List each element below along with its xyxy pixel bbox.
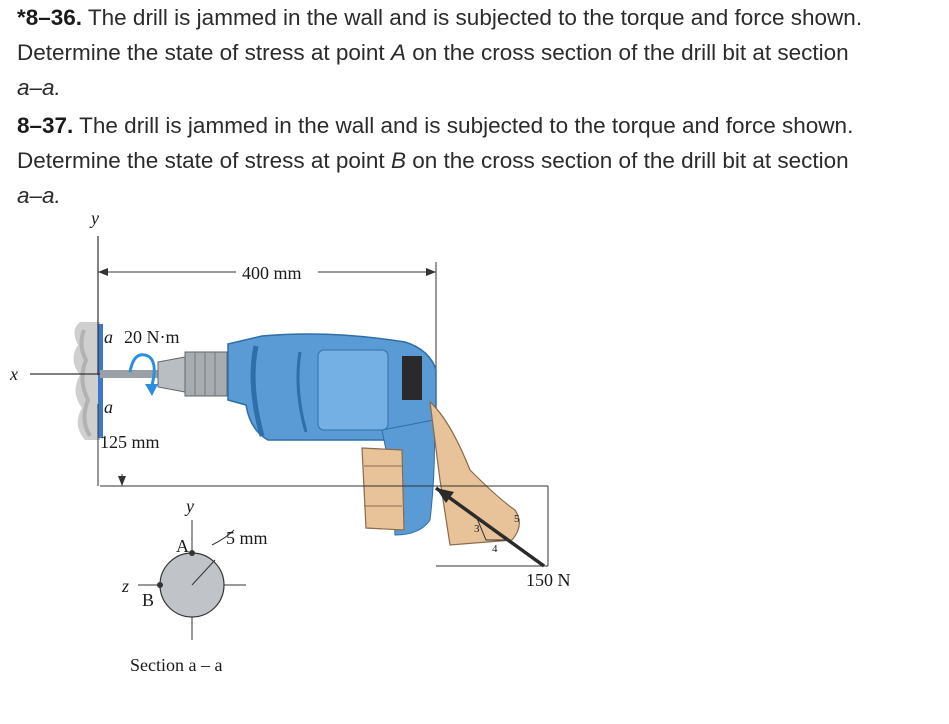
problem-text-cont: on the cross section of the drill bit at… xyxy=(405,40,849,65)
dimension-400-label: 400 mm xyxy=(242,263,302,283)
drill-body xyxy=(227,333,437,536)
point-a-label: A xyxy=(176,536,189,556)
x-axis-label: x xyxy=(9,364,18,384)
hand-illustration xyxy=(361,400,520,546)
drill-bit xyxy=(100,351,228,397)
problem-text: The drill is jammed in the wall and is s… xyxy=(17,113,854,173)
slope-4: 4 xyxy=(492,543,498,555)
point-b-label: B xyxy=(142,590,154,610)
torque-arrow xyxy=(128,353,158,396)
point-label: B xyxy=(390,148,406,173)
problem-text: The drill is jammed in the wall and is s… xyxy=(17,5,863,65)
section-label: a–a. xyxy=(17,183,61,208)
cross-section xyxy=(138,520,246,640)
section-label: a–a. xyxy=(17,75,61,100)
problem-number: *8–36. xyxy=(17,5,83,30)
section-mark-bottom: a xyxy=(104,397,113,417)
slope-3: 3 xyxy=(474,523,480,535)
section-z-label: z xyxy=(121,576,129,596)
problem-8-36: *8–36. The drill is jammed in the wall a… xyxy=(17,0,932,105)
force-arrow xyxy=(434,486,549,568)
problem-text-cont: on the cross section of the drill bit at… xyxy=(405,148,849,173)
problem-number: 8–37. xyxy=(17,113,74,138)
section-mark-top: a xyxy=(104,327,113,347)
slope-5: 5 xyxy=(514,513,520,525)
dimension-125 xyxy=(97,404,548,487)
radius-label: 5 mm xyxy=(226,528,268,548)
point-label: A xyxy=(390,40,406,65)
wall-illustration xyxy=(73,322,103,440)
problem-8-37: 8–37. The drill is jammed in the wall an… xyxy=(17,108,932,213)
force-label: 150 N xyxy=(526,570,571,590)
torque-label: 20 N·m xyxy=(124,327,180,347)
y-axis-label: y xyxy=(89,208,99,228)
dimension-125-label: 125 mm xyxy=(100,432,160,452)
section-caption: Section a – a xyxy=(130,655,222,675)
section-y-label: y xyxy=(184,496,194,516)
